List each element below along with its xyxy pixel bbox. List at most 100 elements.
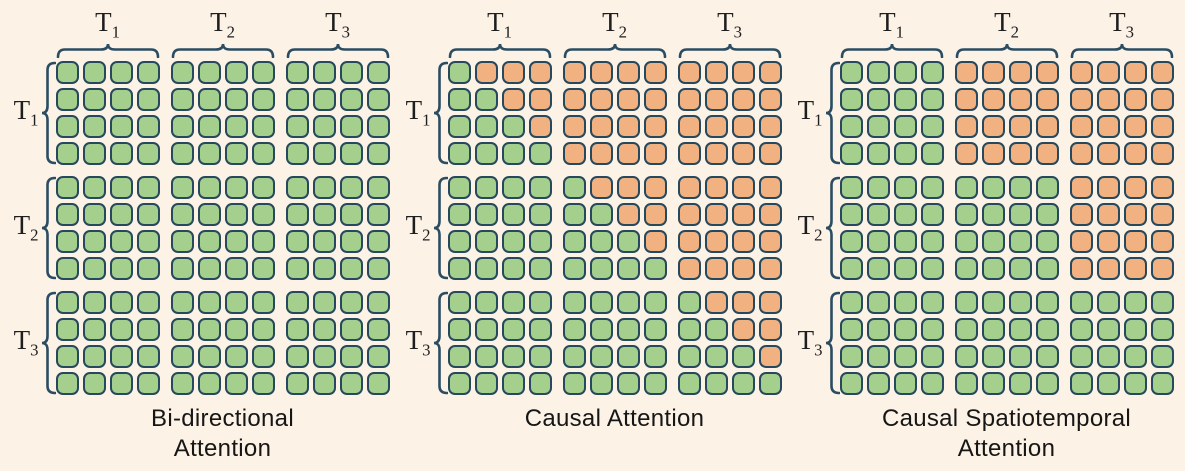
- masked-cell: [1096, 88, 1120, 111]
- group-bracket-top-icon: [1070, 43, 1173, 58]
- attended-cell: [981, 372, 1005, 395]
- masked-cell: [677, 230, 701, 253]
- attended-cell: [893, 372, 917, 395]
- masked-cell: [1069, 115, 1093, 138]
- attended-cell: [224, 318, 248, 341]
- attention-mask-grid: [55, 61, 390, 395]
- mask-row: [55, 176, 390, 199]
- attended-cell: [197, 115, 221, 138]
- attended-cell: [109, 88, 133, 111]
- attended-cell: [136, 142, 160, 165]
- attended-cell: [501, 291, 525, 314]
- attended-cell: [339, 372, 363, 395]
- masked-cell: [704, 142, 728, 165]
- attended-cell: [758, 372, 782, 395]
- attended-cell: [643, 257, 667, 280]
- attended-cell: [55, 291, 79, 314]
- attended-cell: [136, 88, 160, 111]
- attended-cell: [677, 291, 701, 314]
- group-bracket-top-icon: [448, 43, 551, 58]
- col-group-label-t1: T1: [487, 6, 512, 42]
- attended-cell: [981, 176, 1005, 199]
- masked-cell: [589, 142, 613, 165]
- attended-cell: [224, 176, 248, 199]
- attended-cell: [616, 372, 640, 395]
- attended-cell: [224, 115, 248, 138]
- masked-cell: [677, 61, 701, 84]
- mask-row: [55, 61, 390, 84]
- attended-cell: [285, 318, 309, 341]
- attended-cell: [920, 176, 944, 199]
- masked-cell: [1069, 142, 1093, 165]
- attended-cell: [474, 115, 498, 138]
- masked-cell: [704, 203, 728, 226]
- attended-cell: [474, 345, 498, 368]
- caption-line: Attention: [173, 435, 272, 462]
- attended-cell: [1008, 372, 1032, 395]
- column-group-brackets: [840, 42, 1174, 58]
- mask-row: [447, 318, 782, 341]
- attended-cell: [109, 257, 133, 280]
- attended-cell: [981, 345, 1005, 368]
- masked-cell: [954, 142, 978, 165]
- attended-cell: [170, 291, 194, 314]
- attended-cell: [109, 345, 133, 368]
- attended-cell: [197, 291, 221, 314]
- attended-cell: [109, 230, 133, 253]
- attended-cell: [170, 61, 194, 84]
- masked-cell: [981, 61, 1005, 84]
- group-bracket-top-icon: [678, 43, 781, 58]
- attended-cell: [82, 257, 106, 280]
- attended-cell: [1096, 345, 1120, 368]
- attended-cell: [339, 61, 363, 84]
- masked-cell: [562, 61, 586, 84]
- attended-cell: [109, 61, 133, 84]
- attended-cell: [954, 318, 978, 341]
- attended-cell: [339, 142, 363, 165]
- masked-cell: [758, 203, 782, 226]
- masked-cell: [562, 115, 586, 138]
- mask-row: [839, 203, 1174, 226]
- attended-cell: [954, 230, 978, 253]
- row-group-t1: T1: [10, 61, 56, 165]
- attended-cell: [55, 142, 79, 165]
- row-group-t3: T3: [794, 291, 840, 395]
- attended-cell: [920, 142, 944, 165]
- masked-cell: [501, 61, 525, 84]
- mask-row: [447, 257, 782, 280]
- attended-cell: [82, 372, 106, 395]
- attended-cell: [893, 291, 917, 314]
- masked-cell: [589, 115, 613, 138]
- masked-cell: [758, 345, 782, 368]
- attended-cell: [312, 345, 336, 368]
- masked-cell: [1150, 142, 1174, 165]
- attended-cell: [474, 142, 498, 165]
- attended-cell: [55, 203, 79, 226]
- mask-row: [447, 88, 782, 111]
- attended-cell: [677, 345, 701, 368]
- attended-cell: [339, 257, 363, 280]
- attended-cell: [170, 318, 194, 341]
- attended-cell: [589, 318, 613, 341]
- attended-cell: [1008, 345, 1032, 368]
- attended-cell: [562, 318, 586, 341]
- mask-row: [55, 230, 390, 253]
- attended-cell: [920, 372, 944, 395]
- masked-cell: [1123, 203, 1147, 226]
- attended-cell: [339, 230, 363, 253]
- attended-cell: [1069, 291, 1093, 314]
- attended-cell: [839, 230, 863, 253]
- panel-caption: Bi-directional Attention: [56, 404, 390, 464]
- attended-cell: [366, 142, 390, 165]
- attended-cell: [1008, 291, 1032, 314]
- attended-cell: [197, 176, 221, 199]
- attended-cell: [170, 176, 194, 199]
- attended-cell: [920, 257, 944, 280]
- attended-cell: [1035, 203, 1059, 226]
- attended-cell: [474, 257, 498, 280]
- attended-cell: [447, 203, 471, 226]
- attended-cell: [55, 372, 79, 395]
- masked-cell: [589, 61, 613, 84]
- attended-cell: [447, 318, 471, 341]
- attended-cell: [1035, 345, 1059, 368]
